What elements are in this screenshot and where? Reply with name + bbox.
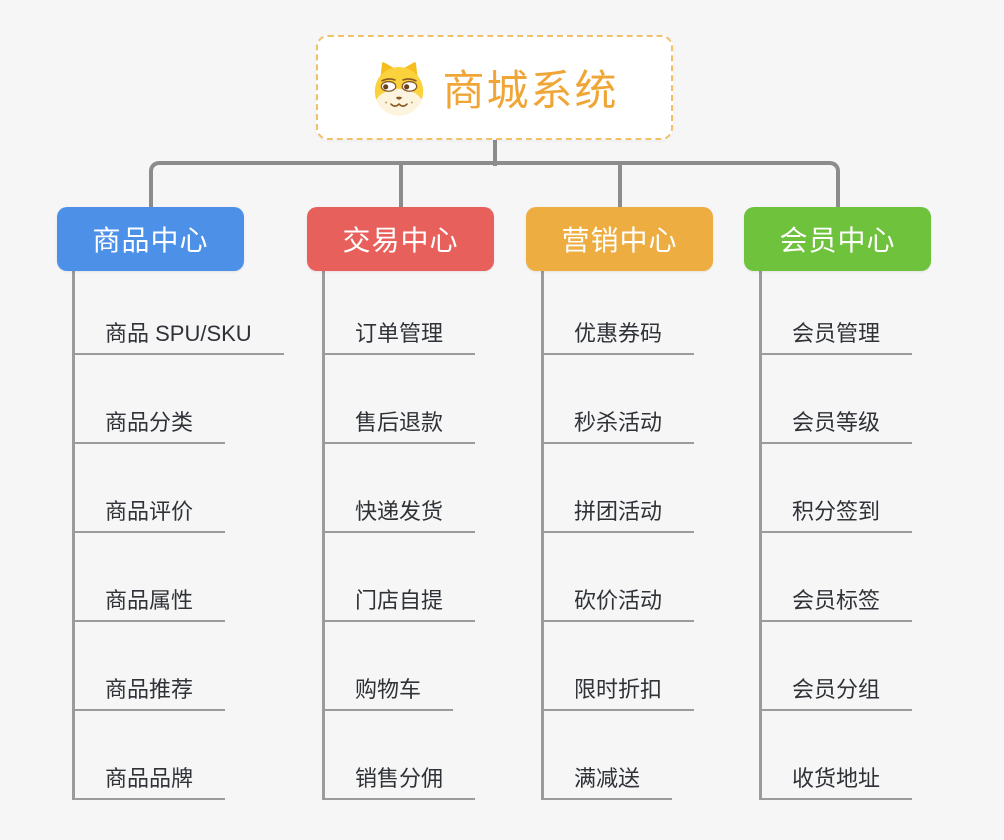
child-item-label: 售后退款 (355, 409, 444, 435)
branch-label: 交易中心 (342, 225, 459, 256)
child-item-label: 拼团活动 (574, 498, 663, 524)
child-item-label: 会员分组 (792, 676, 881, 702)
connector-drop-trade (399, 164, 403, 207)
child-item-label: 会员标签 (792, 587, 881, 613)
child-column-trade: 订单管理 售后退款 快递发货 门店自提 购物车 销售分佣 (322, 266, 476, 800)
child-item-label: 订单管理 (355, 320, 444, 346)
branch-node-product[interactable]: 商品中心 (57, 207, 244, 271)
child-item[interactable]: 门店自提 (325, 533, 476, 622)
child-item[interactable]: 商品推荐 (75, 622, 226, 711)
child-item-label: 收货地址 (792, 765, 881, 791)
child-item[interactable]: 商品品牌 (75, 711, 226, 800)
root-title: 商城系统 (442, 67, 619, 114)
child-item-label: 商品品牌 (105, 765, 194, 791)
child-item[interactable]: 订单管理 (325, 266, 476, 355)
child-item-label: 会员等级 (792, 409, 881, 435)
child-item[interactable]: 会员分组 (762, 622, 913, 711)
child-item[interactable]: 商品评价 (75, 444, 226, 533)
child-item-label: 砍价活动 (574, 587, 663, 613)
child-item-label: 满减送 (574, 765, 641, 791)
child-item[interactable]: 快递发货 (325, 444, 476, 533)
child-item-label: 限时折扣 (574, 676, 663, 702)
shiba-dog-icon (375, 61, 424, 115)
root-node[interactable]: 商城系统 (316, 35, 673, 140)
child-item[interactable]: 会员标签 (762, 533, 913, 622)
child-item-label: 商品评价 (105, 498, 194, 524)
branch-label: 商品中心 (92, 225, 209, 256)
connector-elbow-left (149, 161, 494, 207)
child-item[interactable]: 拼团活动 (544, 444, 695, 533)
child-column-product: 商品 SPU/SKU 商品分类 商品评价 商品属性 商品推荐 商品品牌 (72, 266, 284, 800)
child-item[interactable]: 优惠券码 (544, 266, 695, 355)
child-item-label: 商品 SPU/SKU (105, 320, 252, 346)
child-item-label: 销售分佣 (355, 765, 444, 791)
child-item-label: 优惠券码 (574, 320, 663, 346)
child-item[interactable]: 会员管理 (762, 266, 913, 355)
child-item[interactable]: 商品属性 (75, 533, 226, 622)
child-item[interactable]: 会员等级 (762, 355, 913, 444)
child-item-label: 商品推荐 (105, 676, 194, 702)
branch-label: 会员中心 (779, 225, 896, 256)
child-item[interactable]: 积分签到 (762, 444, 913, 533)
child-item-label: 快递发货 (355, 498, 444, 524)
child-item[interactable]: 购物车 (325, 622, 454, 711)
child-item-label: 积分签到 (792, 498, 881, 524)
child-item[interactable]: 商品分类 (75, 355, 226, 444)
child-item[interactable]: 满减送 (544, 711, 673, 800)
child-item-label: 会员管理 (792, 320, 881, 346)
child-item[interactable]: 秒杀活动 (544, 355, 695, 444)
child-item-label: 秒杀活动 (574, 409, 663, 435)
child-item[interactable]: 限时折扣 (544, 622, 695, 711)
child-column-member: 会员管理 会员等级 积分签到 会员标签 会员分组 收货地址 (759, 266, 913, 800)
child-item-label: 购物车 (355, 676, 422, 702)
child-item[interactable]: 收货地址 (762, 711, 913, 800)
branch-node-trade[interactable]: 交易中心 (307, 207, 494, 271)
child-item[interactable]: 砍价活动 (544, 533, 695, 622)
child-item[interactable]: 商品 SPU/SKU (75, 266, 284, 355)
child-item[interactable]: 销售分佣 (325, 711, 476, 800)
branch-label: 营销中心 (561, 225, 678, 256)
connector-drop-marketing (618, 164, 622, 207)
child-item[interactable]: 售后退款 (325, 355, 476, 444)
branch-node-member[interactable]: 会员中心 (744, 207, 931, 271)
connector-root-stub (493, 138, 497, 166)
child-item-label: 商品属性 (105, 587, 194, 613)
child-column-marketing: 优惠券码 秒杀活动 拼团活动 砍价活动 限时折扣 满减送 (541, 266, 695, 800)
connector-elbow-right (494, 161, 840, 207)
child-item-label: 门店自提 (355, 587, 444, 613)
branch-node-marketing[interactable]: 营销中心 (526, 207, 713, 271)
child-item-label: 商品分类 (105, 409, 194, 435)
